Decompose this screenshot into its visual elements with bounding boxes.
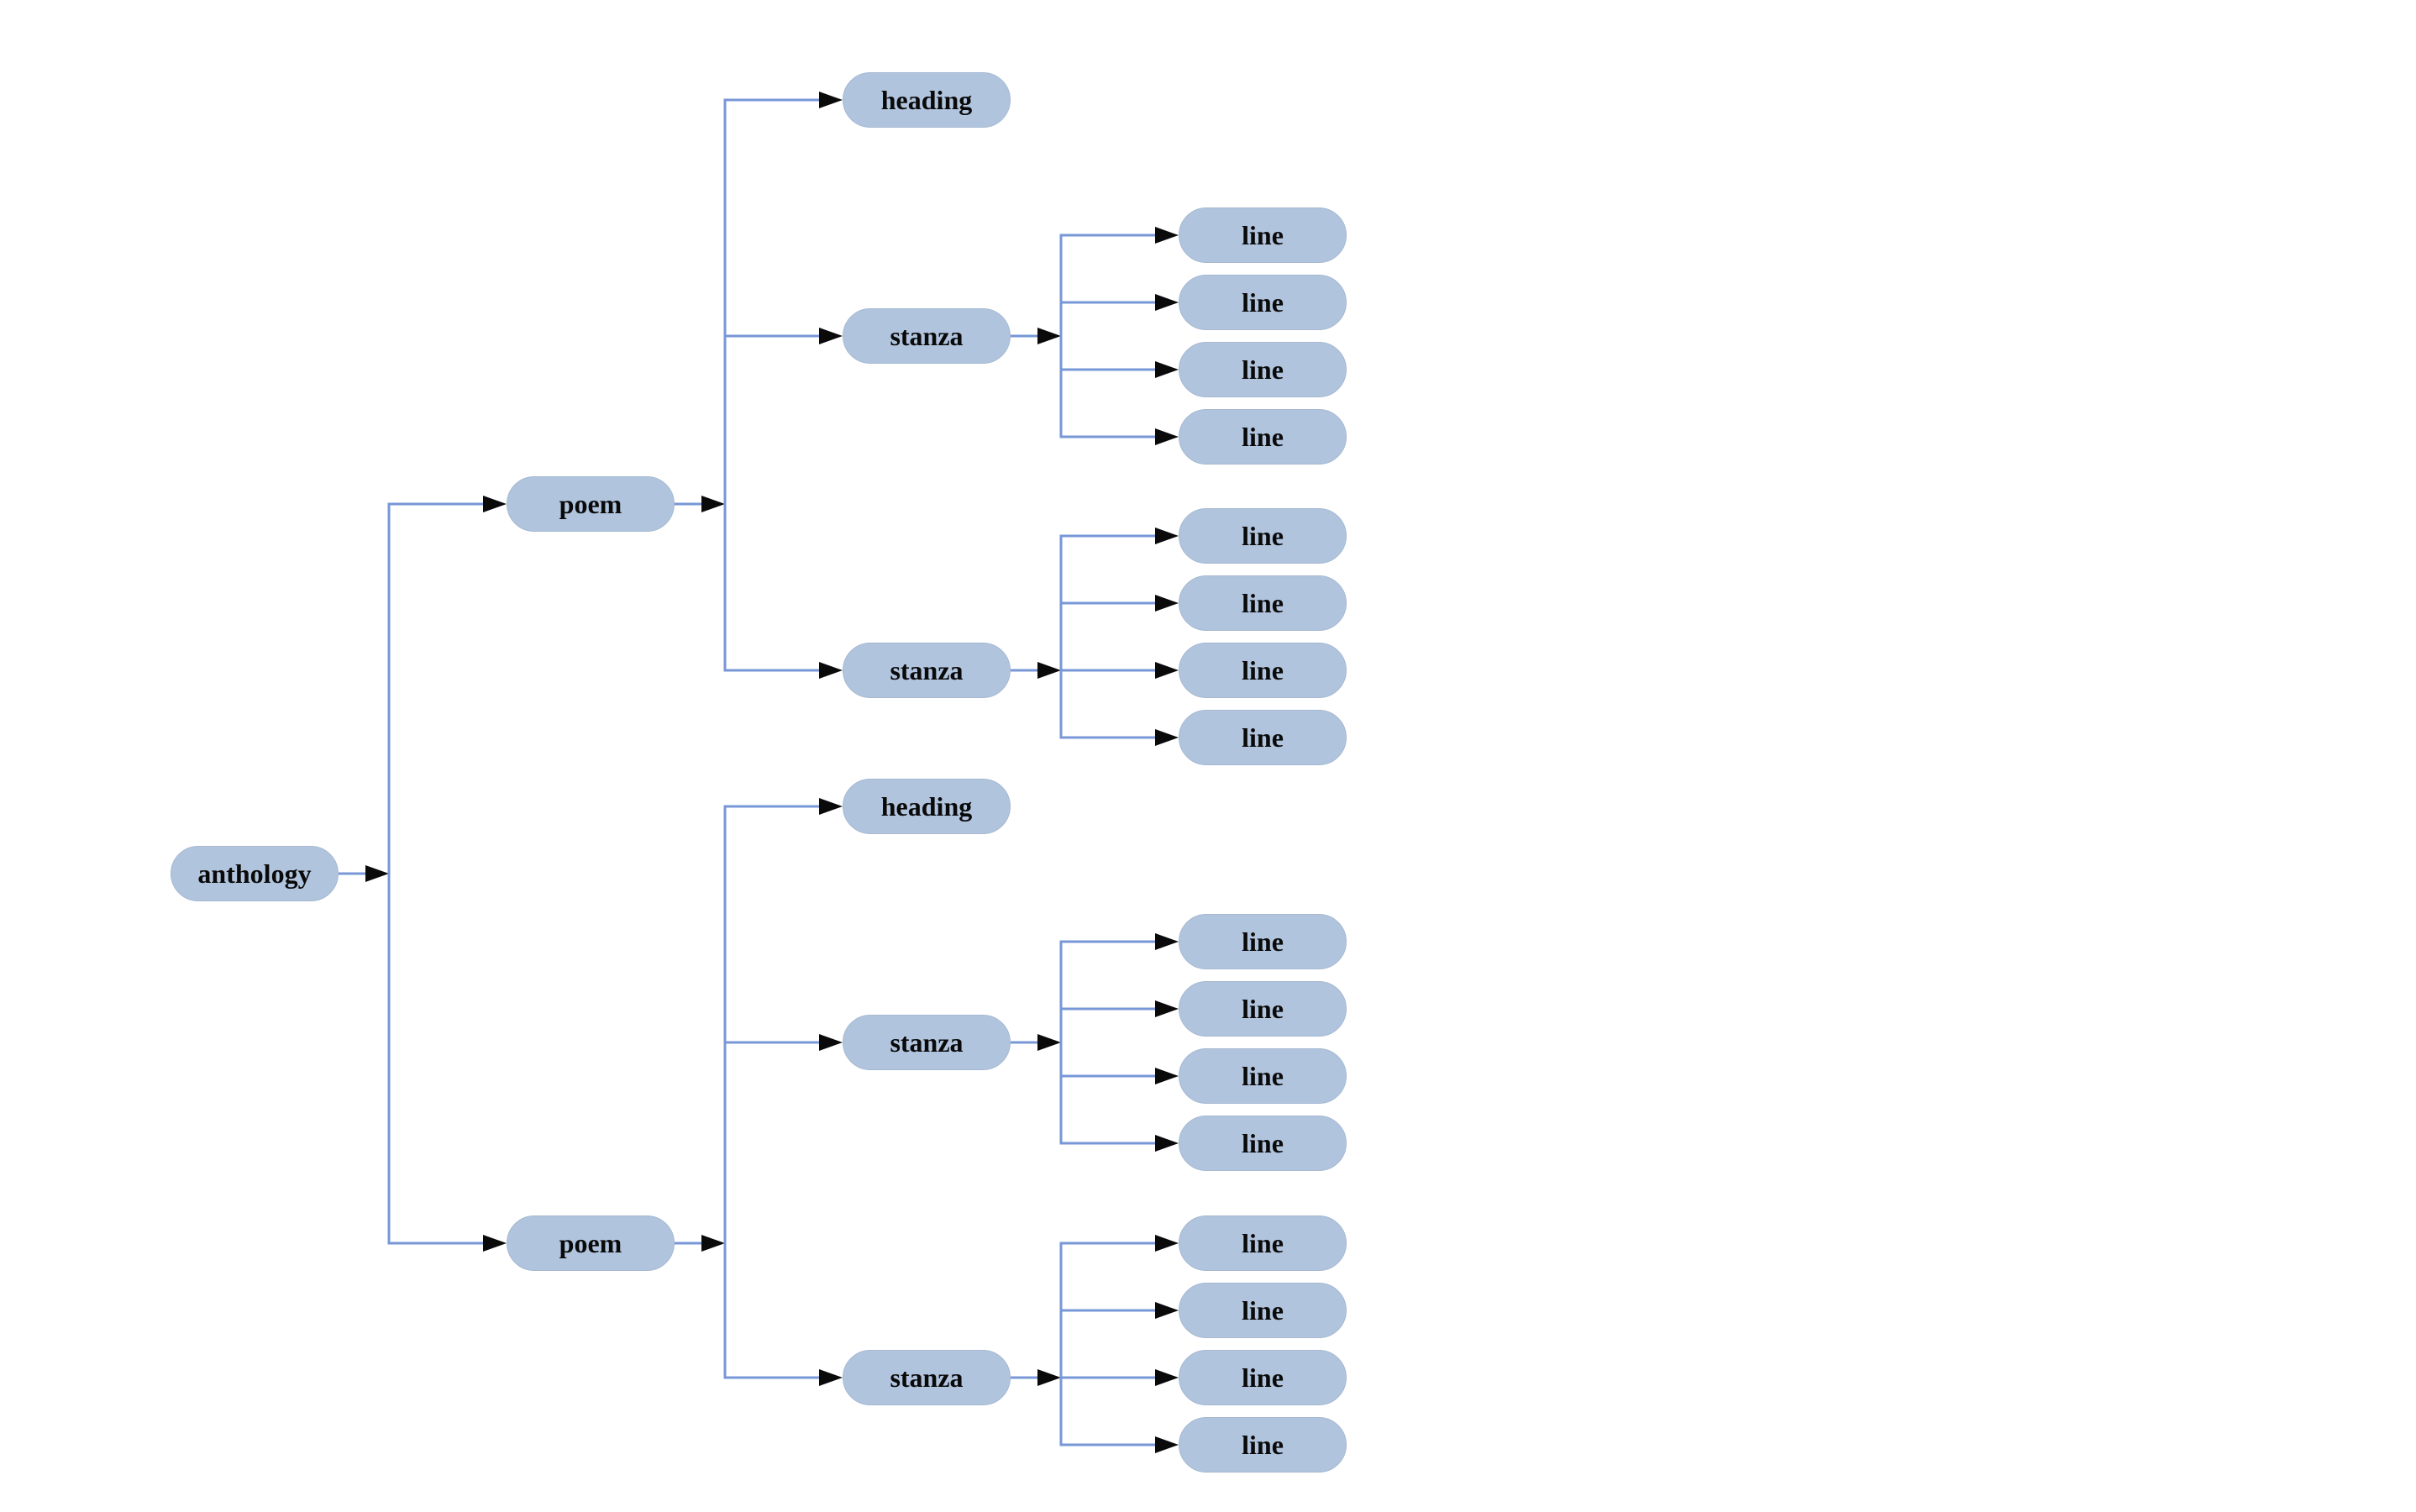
node-line-7: line xyxy=(1179,643,1347,698)
node-line-12: line xyxy=(1179,1116,1347,1171)
arrowhead-icon xyxy=(1037,662,1061,679)
arrowhead-icon xyxy=(1155,428,1179,445)
arrowhead-icon xyxy=(1155,1000,1179,1017)
arrowhead-icon xyxy=(819,328,843,344)
arrowhead-icon xyxy=(1155,1235,1179,1252)
node-stanza-4: stanza xyxy=(843,1350,1011,1405)
arrowhead-icon xyxy=(701,1235,725,1252)
node-line-10: line xyxy=(1179,981,1347,1037)
node-line-15: line xyxy=(1179,1350,1347,1405)
node-stanza-1: stanza xyxy=(843,308,1011,364)
arrowhead-icon xyxy=(1037,328,1061,344)
arrowhead-icon xyxy=(819,1034,843,1051)
arrowhead-icon xyxy=(1155,361,1179,378)
arrowhead-icon xyxy=(365,865,389,882)
arrowhead-icon xyxy=(1155,1068,1179,1084)
node-line-9: line xyxy=(1179,914,1347,969)
node-line-4: line xyxy=(1179,409,1347,465)
arrowhead-icon xyxy=(1155,528,1179,544)
arrowhead-icon xyxy=(819,798,843,815)
arrowhead-icon xyxy=(1155,1369,1179,1386)
arrowhead-icon xyxy=(819,1369,843,1386)
node-line-5: line xyxy=(1179,508,1347,564)
node-poem-2: poem xyxy=(507,1215,675,1271)
node-stanza-3: stanza xyxy=(843,1015,1011,1070)
arrowhead-icon xyxy=(1155,662,1179,679)
node-line-16: line xyxy=(1179,1417,1347,1473)
arrowhead-icon xyxy=(483,1235,507,1252)
node-line-1: line xyxy=(1179,207,1347,263)
arrowhead-icon xyxy=(1155,1135,1179,1152)
arrowhead-icon xyxy=(483,496,507,512)
node-line-8: line xyxy=(1179,710,1347,765)
arrowhead-icon xyxy=(1037,1034,1061,1051)
node-line-2: line xyxy=(1179,275,1347,330)
node-line-11: line xyxy=(1179,1048,1347,1104)
node-line-3: line xyxy=(1179,342,1347,397)
arrowhead-icon xyxy=(1155,1302,1179,1319)
arrowhead-icon xyxy=(819,92,843,108)
arrowhead-icon xyxy=(1155,729,1179,746)
node-poem-1: poem xyxy=(507,476,675,532)
node-heading-2: heading xyxy=(843,779,1011,834)
arrowhead-icon xyxy=(1155,933,1179,950)
arrowhead-icon xyxy=(1155,1436,1179,1453)
arrowhead-icon xyxy=(819,662,843,679)
node-line-13: line xyxy=(1179,1215,1347,1271)
arrowhead-icon xyxy=(1155,227,1179,244)
node-line-6: line xyxy=(1179,575,1347,631)
node-stanza-2: stanza xyxy=(843,643,1011,698)
arrowhead-icon xyxy=(1155,294,1179,311)
arrowhead-icon xyxy=(1155,595,1179,612)
node-anthology: anthology xyxy=(171,846,339,901)
node-heading-1: heading xyxy=(843,72,1011,128)
node-line-14: line xyxy=(1179,1283,1347,1338)
arrowhead-icon xyxy=(701,496,725,512)
arrowhead-icon xyxy=(1037,1369,1061,1386)
